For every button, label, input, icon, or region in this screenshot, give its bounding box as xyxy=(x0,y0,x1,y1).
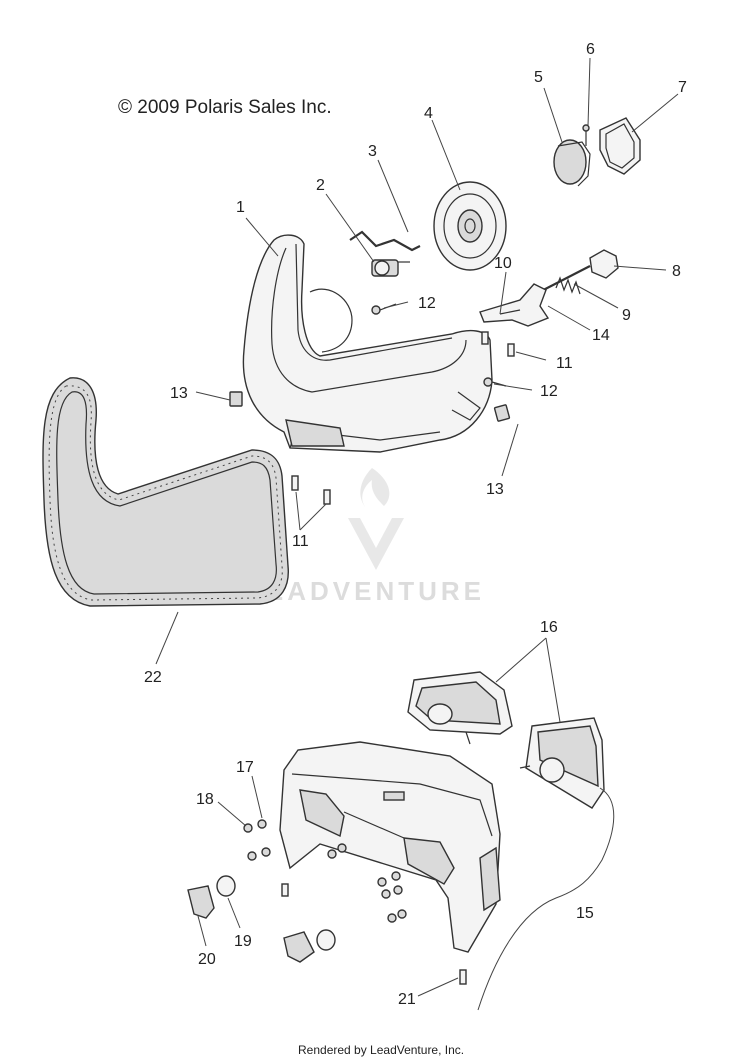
callout-1: 1 xyxy=(236,199,245,216)
callout-11-lower: 11 xyxy=(292,533,309,550)
headlight-part-16-right xyxy=(519,717,605,809)
lower-housing-part-15 xyxy=(279,741,501,953)
callout-17: 17 xyxy=(236,759,254,776)
sockets-parts-19-20 xyxy=(187,875,336,963)
bulb-part-2 xyxy=(371,259,410,277)
leader-lines xyxy=(155,57,679,997)
callout-20: 20 xyxy=(198,951,216,968)
callout-12-lower: 12 xyxy=(540,383,558,400)
seal-part-22 xyxy=(42,377,289,607)
callout-2: 2 xyxy=(316,177,325,194)
dust-cover-part-4 xyxy=(433,181,507,271)
watermark-logo xyxy=(348,468,404,570)
retaining-clip-part-3 xyxy=(349,230,421,252)
headlight-housing-part-1 xyxy=(242,234,493,453)
callout-3: 3 xyxy=(368,143,377,160)
fasteners-parts-11-12-13 xyxy=(229,303,515,505)
callout-4: 4 xyxy=(424,105,433,122)
callout-10: 10 xyxy=(494,255,512,272)
screw-part-6 xyxy=(582,124,590,146)
nuts-parts-17-18 xyxy=(243,819,407,923)
adjuster-assembly-parts-8-9-14 xyxy=(519,249,619,303)
lamp-part-5 xyxy=(553,139,591,187)
callout-13-left: 13 xyxy=(170,385,188,402)
callout-5: 5 xyxy=(534,69,543,86)
callout-labels: 1 2 3 4 5 6 7 8 9 10 11 11 12 12 13 13 1… xyxy=(144,41,687,1008)
callout-7: 7 xyxy=(678,79,687,96)
assembly-brace-15 xyxy=(477,787,615,1011)
callout-12-upper: 12 xyxy=(418,295,436,312)
screw-part-21 xyxy=(459,969,467,985)
callout-11-right: 11 xyxy=(556,355,573,372)
copyright-text: © 2009 Polaris Sales Inc. xyxy=(118,97,332,118)
callout-9: 9 xyxy=(622,307,631,324)
gasket-part-7 xyxy=(599,117,641,175)
callout-13-right: 13 xyxy=(486,481,504,498)
callout-19: 19 xyxy=(234,933,252,950)
callout-14: 14 xyxy=(592,327,610,344)
footer-text: Rendered by LeadVenture, Inc. xyxy=(298,1043,464,1057)
callout-6: 6 xyxy=(586,41,595,58)
callout-15: 15 xyxy=(576,905,594,922)
callout-16: 16 xyxy=(540,619,558,636)
bracket-part-10 xyxy=(479,283,550,327)
callout-22: 22 xyxy=(144,669,162,686)
callout-8: 8 xyxy=(672,263,681,280)
callout-18: 18 xyxy=(196,791,214,808)
callout-21: 21 xyxy=(398,991,416,1008)
headlight-part-16-left xyxy=(407,671,513,745)
